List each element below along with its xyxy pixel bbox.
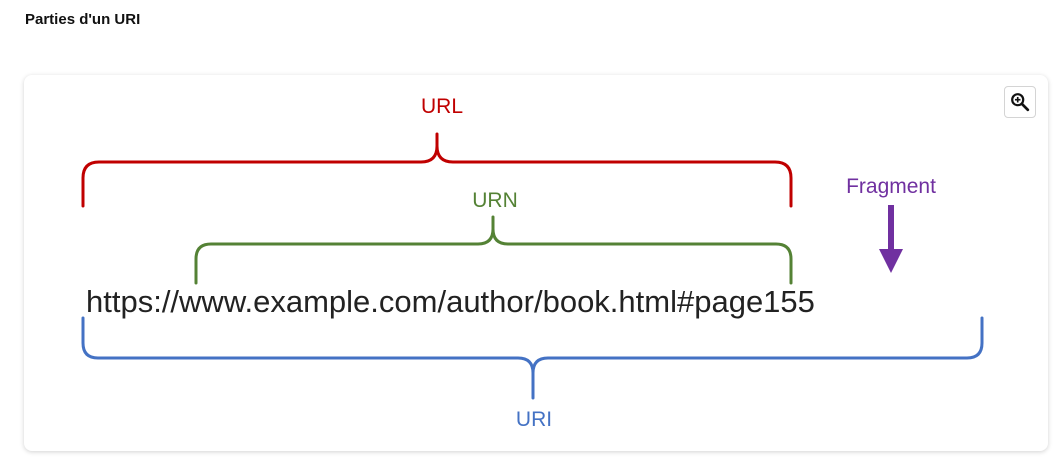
url-brace (81, 132, 793, 208)
url-label: URL (421, 95, 463, 118)
urn-label: URN (472, 189, 518, 212)
uri-brace (81, 316, 984, 400)
page-title: Parties d'un URI (25, 11, 141, 28)
fragment-label: Fragment (846, 175, 936, 198)
uri-example-text: https://www.example.com/author/book.html… (86, 284, 815, 319)
uri-label: URI (516, 408, 552, 431)
zoom-in-icon (1011, 93, 1030, 112)
uri-diagram: URL URN Fragment https://www.example.com… (81, 95, 984, 431)
urn-brace (194, 215, 793, 285)
fragment-arrow (879, 205, 903, 273)
zoom-button[interactable] (1004, 86, 1036, 118)
diagram-card: URL URN Fragment https://www.example.com… (24, 75, 1048, 451)
